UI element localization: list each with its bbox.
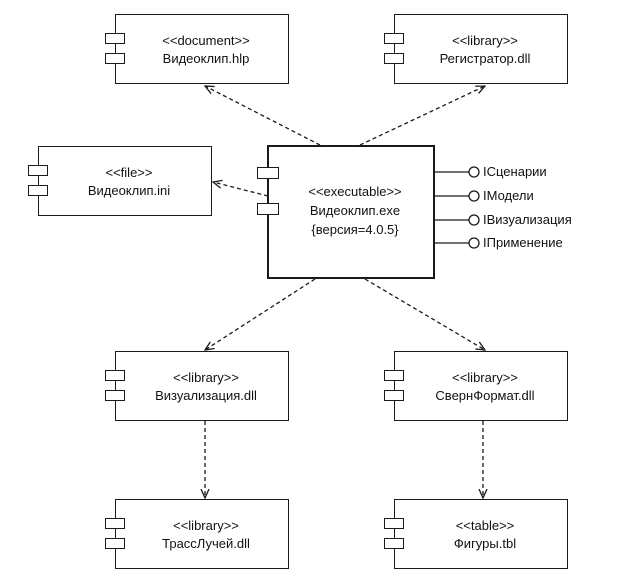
component-trassluchey-dll: <<library>> ТрассЛучей.dll	[105, 499, 289, 569]
component-registrator-dll: <<library>> Регистратор.dll	[384, 14, 568, 84]
component-tab-top	[28, 165, 48, 176]
component-name: ТрассЛучей.dll	[162, 536, 250, 551]
component-tab-top	[384, 33, 404, 44]
interface-lollipop-models	[468, 190, 480, 202]
component-figury-tbl: <<table>> Фигуры.tbl	[384, 499, 568, 569]
component-name: СвернФормат.dll	[435, 388, 535, 403]
component-tab-top	[105, 33, 125, 44]
interface-lollipop-scenarios	[468, 166, 480, 178]
interface-label-models: IМодели	[483, 188, 534, 203]
component-tab-bottom	[28, 185, 48, 196]
interface-label-scenarios: IСценарии	[483, 164, 547, 179]
component-tab-bottom	[105, 53, 125, 64]
interface-lollipop-visualization	[468, 214, 480, 226]
component-svernformat-dll: <<library>> СвернФормат.dll	[384, 351, 568, 421]
interface-lollipop-application	[468, 237, 480, 249]
component-name: Визуализация.dll	[155, 388, 257, 403]
component-stereotype: <<document>>	[162, 33, 250, 48]
interface-label-application: IПрименение	[483, 235, 563, 250]
component-tab-top	[384, 370, 404, 381]
component-name: Регистратор.dll	[439, 51, 531, 66]
component-tab-bottom	[384, 538, 404, 549]
dependency-exe-to-viz	[205, 278, 316, 350]
component-stereotype: <<library>>	[452, 33, 518, 48]
component-videoclip-exe: <<executable>> Видеоклип.exe {версия=4.0…	[257, 145, 435, 279]
component-tab-top	[105, 370, 125, 381]
component-tab-top	[105, 518, 125, 529]
component-tab-bottom	[384, 390, 404, 401]
component-stereotype: <<library>>	[173, 518, 239, 533]
dependency-exe-to-svern	[364, 278, 485, 350]
component-stereotype: <<executable>>	[308, 184, 402, 199]
component-name: Видеоклип.hlp	[162, 51, 250, 66]
component-name: Видеоклип.ini	[87, 183, 171, 198]
dependency-exe-to-reg	[359, 86, 485, 146]
component-tab-bottom	[105, 390, 125, 401]
component-videoclip-ini: <<file>> Видеоклип.ini	[28, 146, 212, 216]
dependency-exe-to-ini	[213, 182, 269, 197]
component-name: Фигуры.tbl	[453, 536, 517, 551]
component-tab-top	[384, 518, 404, 529]
component-videoclip-hlp: <<document>> Видеоклип.hlp	[105, 14, 289, 84]
component-visualization-dll: <<library>> Визуализация.dll	[105, 351, 289, 421]
component-stereotype: <<file>>	[105, 165, 153, 180]
dependency-exe-to-doc	[205, 86, 321, 146]
component-tab-bottom	[384, 53, 404, 64]
component-stereotype: <<library>>	[452, 370, 518, 385]
component-tab-top	[257, 167, 279, 179]
component-tab-bottom	[257, 203, 279, 215]
component-tab-bottom	[105, 538, 125, 549]
component-stereotype: <<library>>	[173, 370, 239, 385]
component-stereotype: <<table>>	[455, 518, 515, 533]
component-name: Видеоклип.exe	[309, 203, 401, 218]
component-version: {версия=4.0.5}	[311, 222, 399, 237]
interface-label-visualization: IВизуализация	[483, 212, 572, 227]
